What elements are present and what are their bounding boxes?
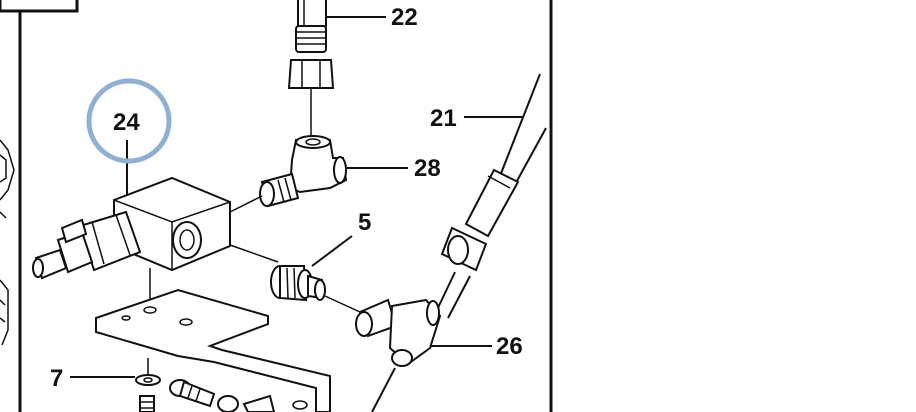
callout-22: 22	[391, 4, 418, 31]
elbow-tee-part-26	[355, 298, 492, 412]
callout-24: 24	[113, 109, 140, 136]
hose-line-part-21	[435, 73, 547, 319]
callout-28: 28	[414, 155, 441, 182]
tee-fitting-part-28	[229, 135, 408, 213]
callout-7: 7	[50, 365, 63, 392]
callout-26: 26	[496, 333, 523, 360]
valve-block-part-24	[32, 140, 279, 310]
mounting-bracket	[95, 288, 331, 412]
left-partial-parts	[0, 139, 15, 346]
washer-part-7	[70, 358, 161, 412]
callout-5: 5	[358, 209, 371, 236]
diagram-frame	[0, 0, 553, 412]
bolt-parts	[169, 379, 276, 412]
nipple-part-5	[270, 235, 361, 313]
callout-21: 21	[430, 105, 457, 132]
hose-part-22	[287, 0, 386, 140]
highlight-circle	[86, 78, 172, 164]
